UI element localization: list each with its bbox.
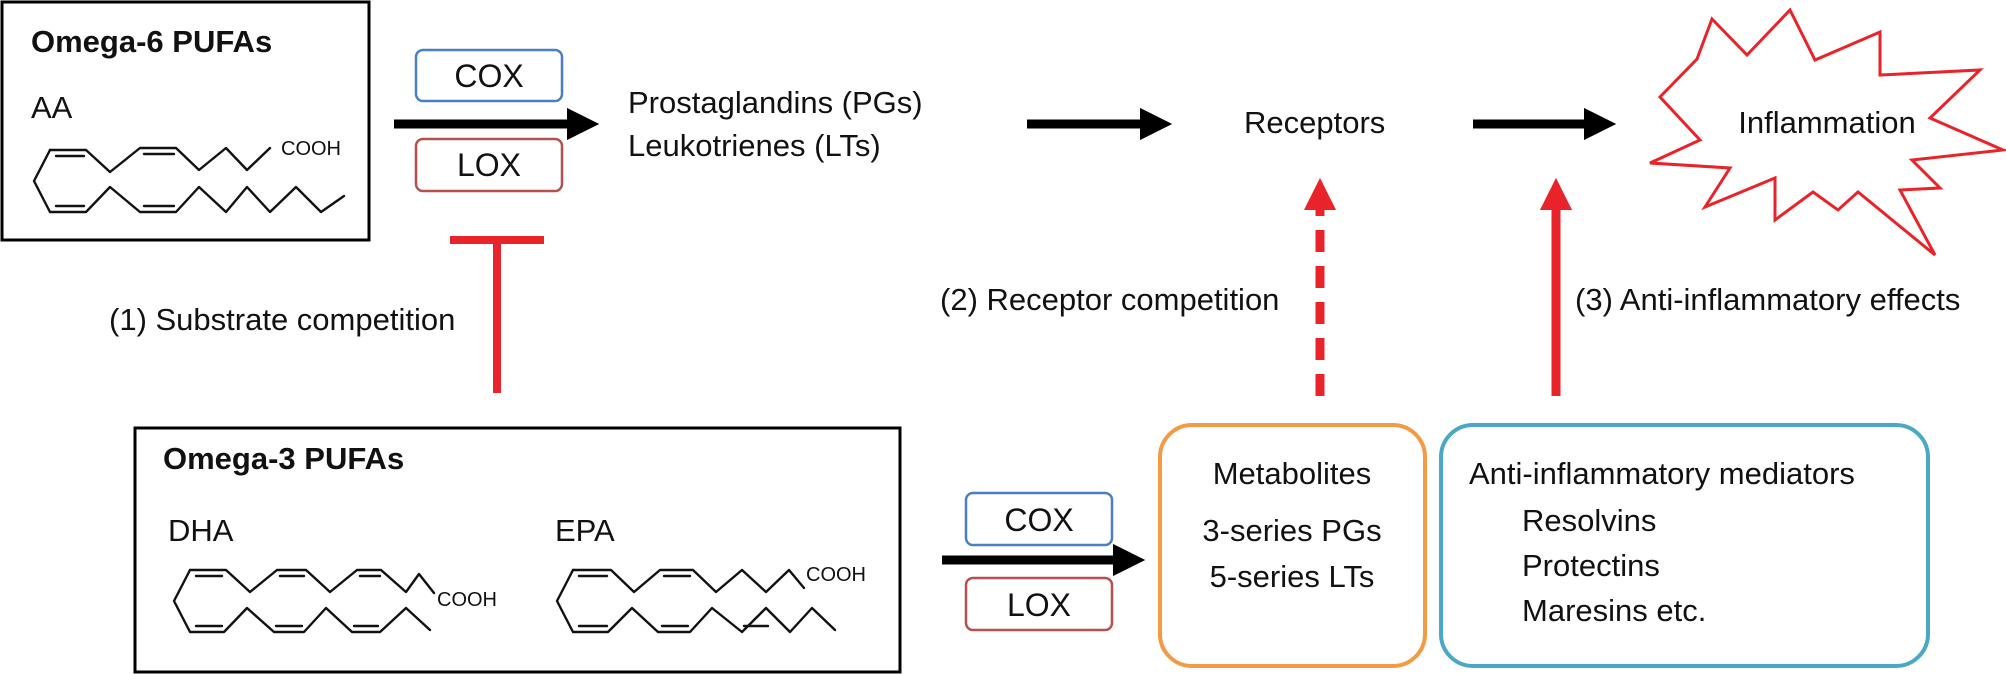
aa-structure bbox=[32, 146, 346, 214]
products-line-2: Leukotrienes (LTs) bbox=[628, 128, 881, 163]
bottom-lox-box: LOX bbox=[964, 576, 1114, 632]
bottom-cox-box: COX bbox=[964, 491, 1114, 547]
metabolites-item-1: 3-series PGs bbox=[1202, 513, 1381, 548]
top-cox-label: COX bbox=[454, 58, 523, 94]
top-lox-label: LOX bbox=[457, 147, 521, 183]
omega3-box: Omega-3 PUFAs DHA EPA COOH COOH bbox=[133, 426, 902, 674]
inflammation-label: Inflammation bbox=[1738, 105, 1915, 140]
aa-cooh-label: COOH bbox=[281, 138, 341, 160]
receptors-label: Receptors bbox=[1244, 105, 1385, 140]
epa-label: EPA bbox=[555, 513, 615, 548]
aa-label: AA bbox=[31, 90, 73, 125]
inflammation-star: Inflammation bbox=[1649, 7, 2006, 257]
substrate-inhibition-bar bbox=[450, 236, 544, 393]
epa-structure bbox=[555, 568, 837, 634]
top-lox-box: LOX bbox=[414, 137, 564, 193]
mediators-title: Anti-inflammatory mediators bbox=[1469, 456, 1855, 491]
dha-cooh-label: COOH bbox=[437, 589, 497, 611]
omega6-title: Omega-6 PUFAs bbox=[31, 24, 272, 59]
dha-label: DHA bbox=[168, 513, 234, 548]
mediators-item-3: Maresins etc. bbox=[1522, 593, 1706, 628]
anti-inflammatory-label: (3) Anti-inflammatory effects bbox=[1575, 282, 1960, 317]
metabolites-item-2: 5-series LTs bbox=[1210, 559, 1375, 594]
bottom-lox-label: LOX bbox=[1007, 587, 1071, 623]
mediators-box: Anti-inflammatory mediators Resolvins Pr… bbox=[1439, 423, 1930, 668]
receptor-competition-label: (2) Receptor competition bbox=[940, 282, 1279, 317]
omega6-box: Omega-6 PUFAs AA COOH bbox=[0, 0, 371, 242]
dha-structure bbox=[172, 568, 436, 634]
epa-cooh-label: COOH bbox=[806, 564, 866, 586]
metabolites-box: Metabolites 3-series PGs 5-series LTs bbox=[1158, 423, 1427, 668]
products-line-1: Prostaglandins (PGs) bbox=[628, 85, 923, 120]
mediators-item-1: Resolvins bbox=[1522, 503, 1656, 538]
omega3-title: Omega-3 PUFAs bbox=[163, 441, 404, 476]
bottom-cox-label: COX bbox=[1004, 502, 1073, 538]
substrate-competition-label: (1) Substrate competition bbox=[109, 302, 455, 337]
metabolites-title: Metabolites bbox=[1213, 456, 1372, 491]
mediators-item-2: Protectins bbox=[1522, 548, 1660, 583]
top-cox-box: COX bbox=[414, 48, 564, 103]
